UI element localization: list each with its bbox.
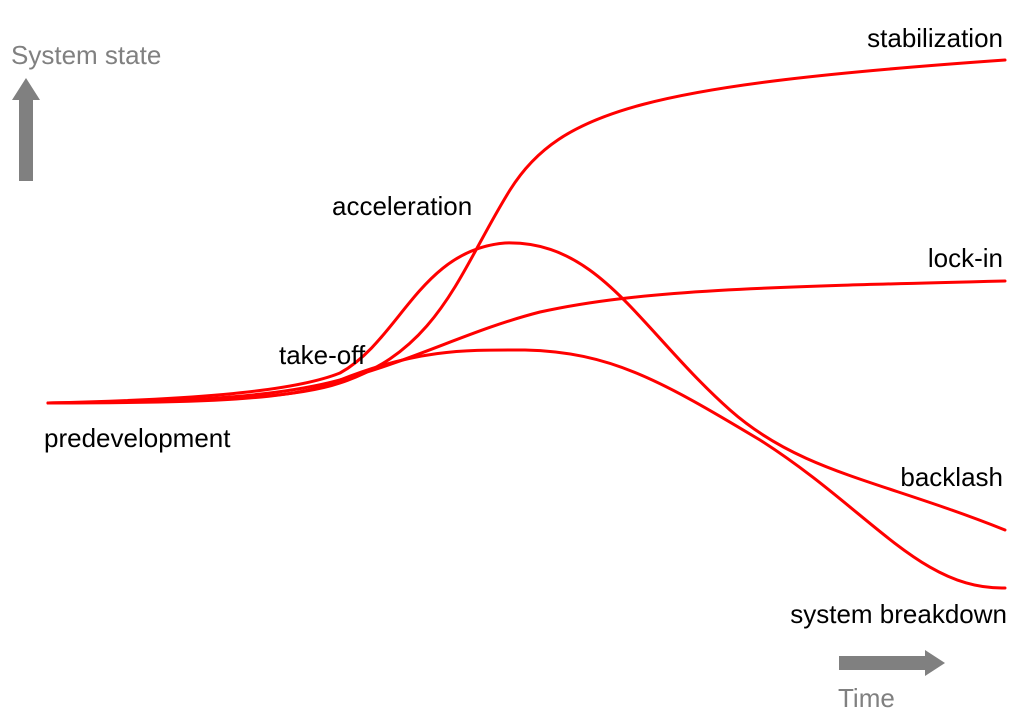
curve-stabilization	[46, 58, 1007, 405]
curve-system-breakdown	[46, 348, 1007, 590]
phase-label-take-off: take-off	[279, 340, 366, 370]
curve-backlash	[46, 241, 1007, 532]
y-axis-arrow-icon	[12, 78, 40, 181]
x-axis-arrow-shaft	[839, 656, 925, 670]
curve-lock-in	[46, 279, 1007, 405]
x-axis-arrow-icon	[839, 650, 945, 676]
outcome-label-backlash: backlash	[900, 462, 1003, 492]
phase-label-acceleration: acceleration	[332, 191, 473, 221]
y-axis-label: System state	[11, 40, 162, 70]
y-axis-arrow-shaft	[19, 100, 33, 181]
outcome-label-system-breakdown: system breakdown	[790, 599, 1007, 629]
outcome-label-stabilization: stabilization	[867, 23, 1003, 53]
phase-label-predevelopment: predevelopment	[44, 423, 231, 453]
outcome-label-lock-in: lock-in	[927, 243, 1003, 273]
y-axis-arrow-head	[12, 78, 40, 100]
x-axis-label: Time	[838, 683, 895, 713]
transition-curves	[46, 58, 1007, 590]
x-axis-arrow-head	[925, 650, 945, 676]
